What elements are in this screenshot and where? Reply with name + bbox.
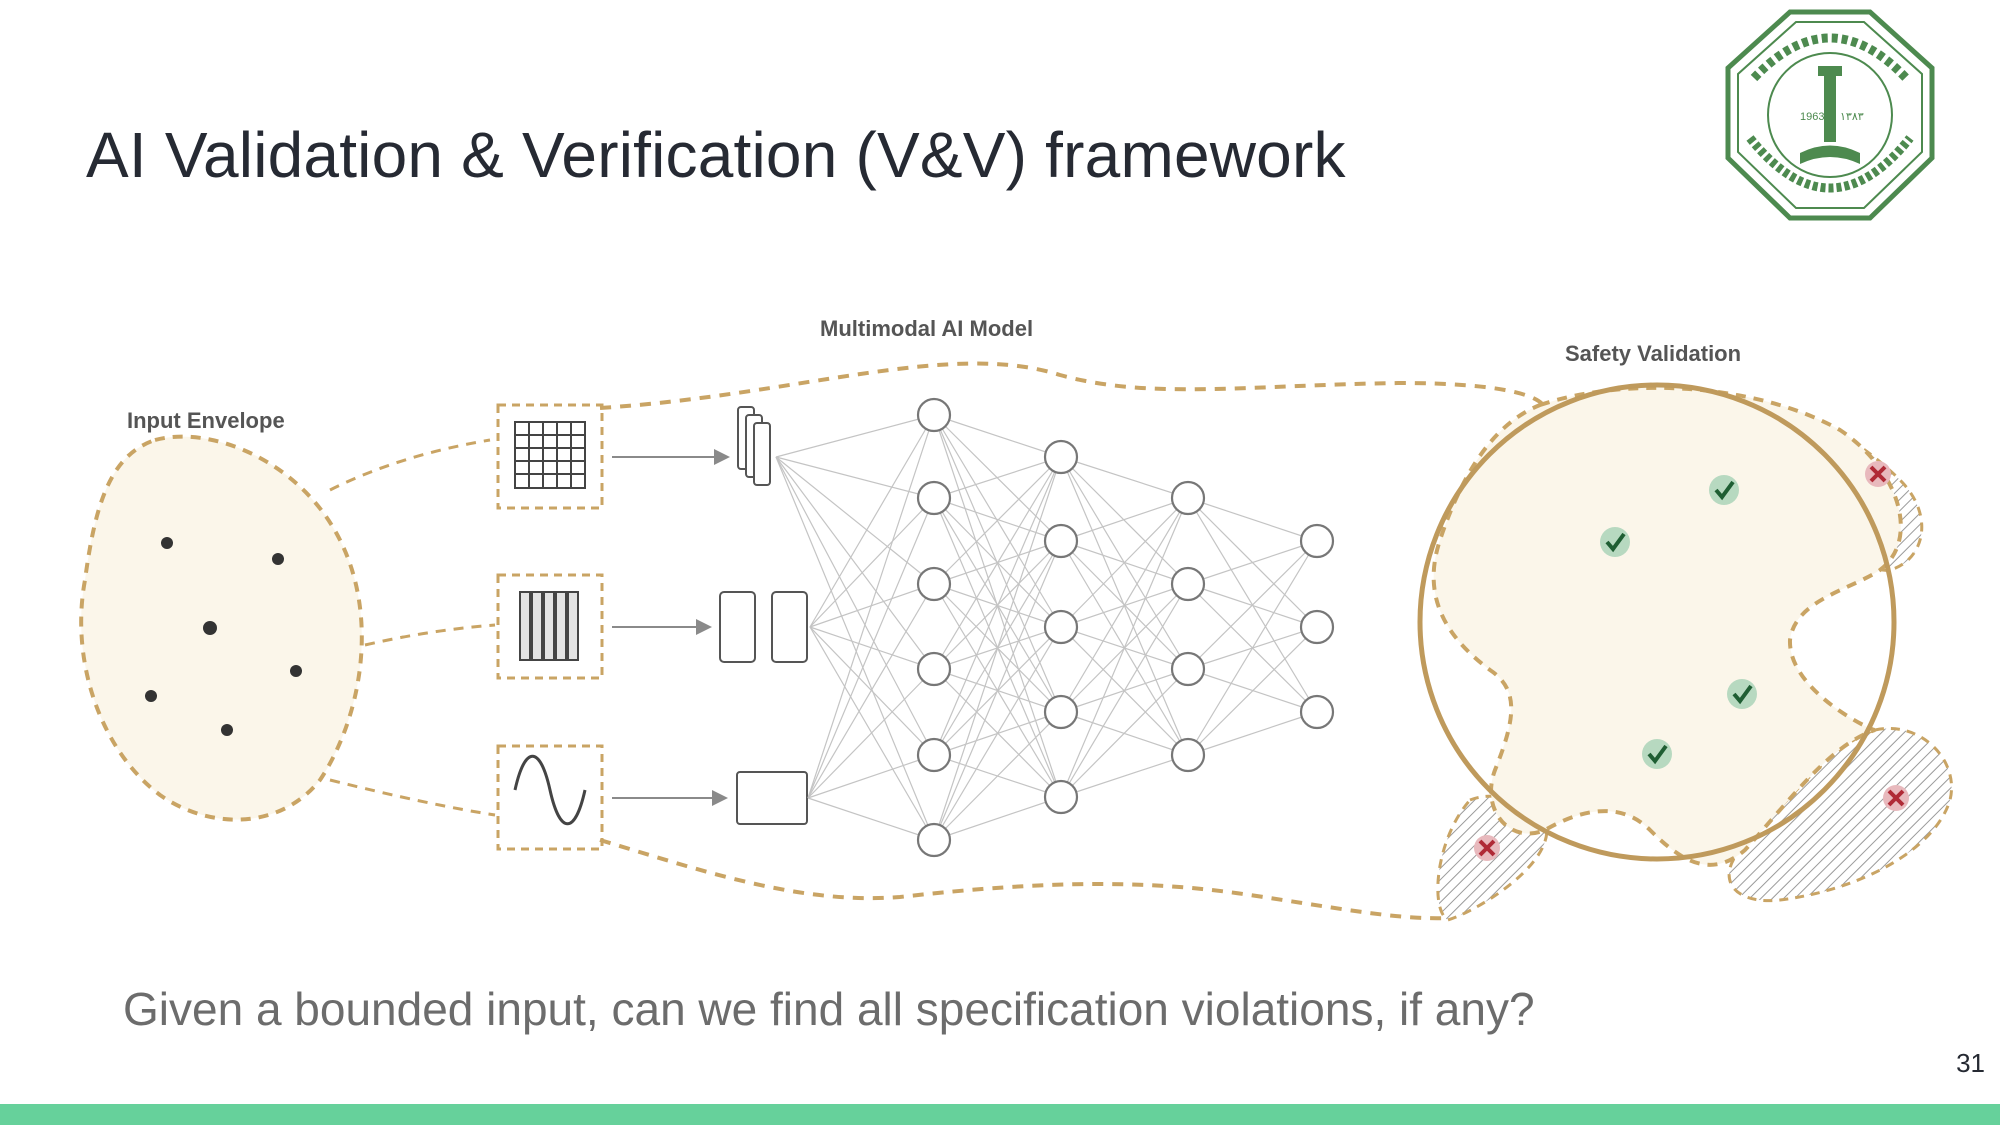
network-node (916, 480, 952, 516)
check-icon (1600, 527, 1630, 557)
valid-envelope (1431, 385, 1903, 867)
input-arrows (612, 449, 730, 806)
network-node (1043, 694, 1079, 730)
network-node (1043, 523, 1079, 559)
network-edge (775, 456, 935, 670)
network-node (1043, 439, 1079, 475)
network-edge (807, 797, 935, 841)
network-edge (1187, 711, 1318, 756)
network-edge (933, 796, 1062, 841)
network-edge (1187, 497, 1318, 542)
network-edge (933, 540, 1062, 841)
sine-wave-icon (513, 755, 587, 825)
input-envelope (79, 434, 364, 822)
network-edge (1060, 456, 1189, 499)
network-edge (933, 711, 1062, 841)
network-node (1299, 523, 1335, 559)
slide-title: AI Validation & Verification (V&V) frame… (86, 119, 1346, 191)
network-node (1170, 737, 1206, 773)
network-edge (809, 497, 935, 628)
bars-icon (519, 591, 579, 661)
footer-bar (0, 1104, 2000, 1125)
network-edge (775, 456, 935, 499)
network-edge (1060, 497, 1189, 713)
violation-icon (1883, 785, 1909, 811)
network-node (1299, 609, 1335, 645)
envelope-connectors (329, 438, 496, 817)
network-nodes (916, 397, 1335, 858)
check-icon (1727, 679, 1757, 709)
violation-icon (1865, 461, 1891, 487)
unsafe-region-bottom (1727, 727, 1953, 903)
network-node (1043, 609, 1079, 645)
network-edge (807, 754, 935, 799)
network-edge (775, 456, 935, 756)
check-icon (1709, 475, 1739, 505)
network-edge (1060, 497, 1189, 542)
network-edge (933, 626, 1062, 841)
svg-text:1963: 1963 (1800, 111, 1824, 123)
network-edge (933, 414, 1062, 458)
network-node (1170, 480, 1206, 516)
network-node (916, 737, 952, 773)
network-edge (775, 456, 935, 585)
check-icon (1642, 739, 1672, 769)
network-edge (807, 497, 935, 799)
input-points (145, 537, 302, 736)
grid-icon (514, 421, 586, 489)
network-edge (1060, 497, 1189, 798)
network-edge (807, 583, 935, 799)
embedding-blocks (719, 406, 808, 825)
network-edge (933, 456, 1062, 585)
violation-marks (1474, 461, 1909, 861)
network-edge (809, 626, 935, 756)
input-type-boxes (496, 403, 604, 851)
network-edge (807, 668, 935, 799)
network-node (916, 397, 952, 433)
network-edge (775, 456, 935, 841)
network-node (916, 822, 952, 858)
model-label: Multimodal AI Model (820, 316, 1033, 341)
network-edge (1187, 626, 1318, 756)
network-edge (1187, 540, 1318, 585)
network-edge (933, 456, 1062, 670)
network-edge (933, 497, 1062, 542)
network-edge (1060, 456, 1189, 585)
network-edges (775, 414, 1318, 841)
network-edge (809, 626, 935, 670)
network-edge (1187, 540, 1318, 756)
network-edge (1060, 754, 1189, 798)
svg-text:١٣٨٣: ١٣٨٣ (1840, 110, 1864, 123)
network-edge (809, 414, 935, 628)
model-boundary (599, 361, 1547, 410)
network-edge (1060, 497, 1189, 628)
violation-icon (1474, 835, 1500, 861)
slide-caption: Given a bounded input, can we find all s… (123, 983, 1535, 1035)
safety-circle (1417, 382, 1897, 862)
university-seal-icon: 1963 ١٣٨٣ (1725, 9, 1935, 221)
network-edge (775, 414, 935, 458)
safe-checks (1600, 475, 1757, 769)
network-edge (807, 414, 935, 799)
input-envelope-label: Input Envelope (127, 408, 285, 433)
network-node (916, 566, 952, 602)
network-edge (933, 456, 1062, 841)
network-node (1170, 566, 1206, 602)
network-edge (1187, 540, 1318, 670)
safety-validation-label: Safety Validation (1565, 341, 1741, 366)
network-edge (933, 456, 1062, 756)
page-number: 31 (1956, 1048, 1985, 1078)
network-node (1043, 779, 1079, 815)
network-edge (1060, 583, 1189, 798)
network-edge (809, 583, 935, 628)
network-edge (809, 626, 935, 841)
network-edge (933, 456, 1062, 499)
network-node (1299, 694, 1335, 730)
network-node (916, 651, 952, 687)
network-node (1170, 651, 1206, 687)
network-edge (1060, 668, 1189, 798)
